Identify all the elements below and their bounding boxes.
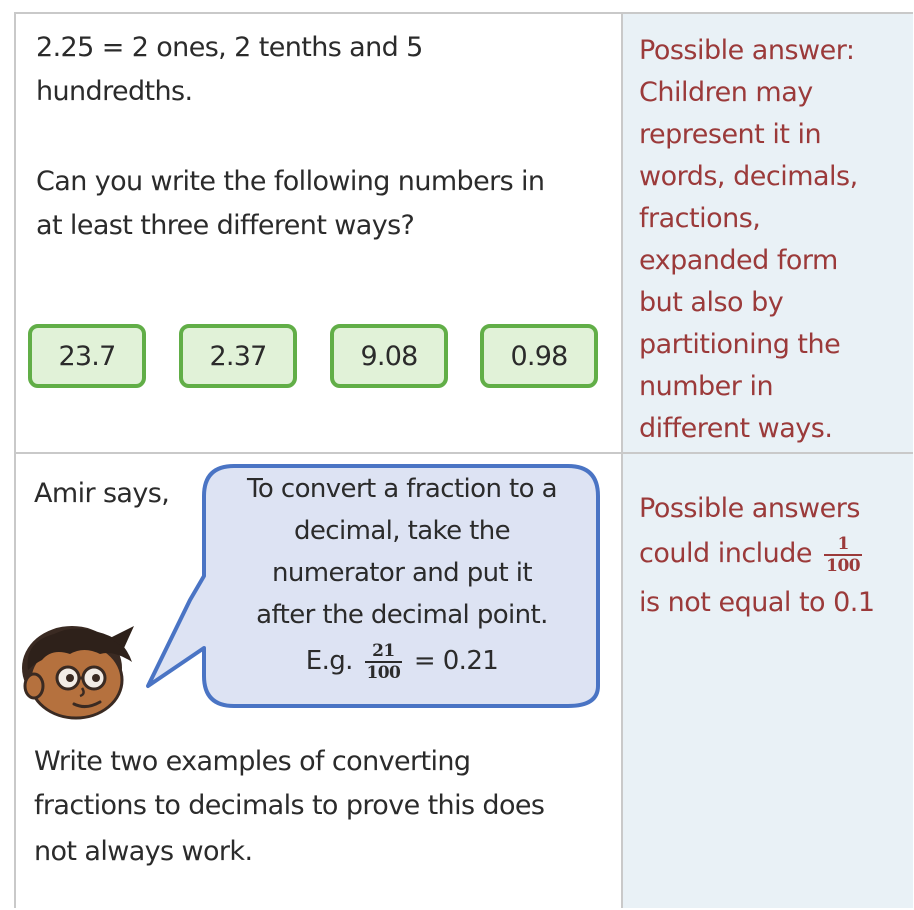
answer-line-7: but also by	[639, 287, 784, 318]
bubble-line-1: To convert a fraction to a	[247, 474, 557, 504]
example-suffix: = 0.21	[413, 646, 499, 676]
answer-line-2: Children may	[639, 77, 813, 108]
question-line-1: 2.25 = 2 ones, 2 tenths and 5	[36, 32, 423, 63]
answer-cell-2: Possible answers could include 1 100 is …	[621, 452, 913, 908]
answer2-line-2: could include 1 100	[639, 532, 866, 576]
answer-line-8: partitioning the	[639, 329, 841, 360]
number-box-1: 23.7	[28, 324, 146, 388]
speech-bubble-text: To convert a fraction to a decimal, take…	[206, 468, 598, 686]
number-box-3: 9.08	[330, 324, 448, 388]
bubble-line-3: numerator and put it	[272, 558, 533, 588]
amir-avatar-icon	[22, 626, 134, 720]
bubble-line-4: after the decimal point.	[256, 600, 548, 630]
answer-line-10: different ways.	[639, 413, 833, 444]
speech-bubble-shape	[146, 464, 600, 708]
fraction-numerator: 1	[837, 533, 849, 554]
example-prefix: E.g.	[305, 646, 354, 676]
number-box-4: 0.98	[480, 324, 598, 388]
answer-line-1: Possible answer:	[639, 35, 855, 66]
bubble-line-2: decimal, take the	[293, 516, 511, 546]
answer-cell-1: Possible answer: Children may represent …	[621, 14, 913, 452]
answer2-line-3: is not equal to 0.1	[639, 587, 875, 618]
answer2-line-2-text: could include	[639, 538, 813, 569]
number-box-2: 2.37	[179, 324, 297, 388]
answer-line-5: fractions,	[639, 203, 761, 234]
task-table: 2.25 = 2 ones, 2 tenths and 5 hundredths…	[14, 12, 913, 908]
question-line-4: at least three different ways?	[36, 210, 415, 241]
question-line-2: hundredths.	[36, 76, 193, 107]
fraction-21-over-100: 21 100	[364, 640, 403, 683]
task-line-1: Write two examples of converting	[34, 746, 471, 777]
task-line-3: not always work.	[34, 836, 253, 867]
example-denominator: 100	[364, 660, 403, 683]
answer-line-6: expanded form	[639, 245, 838, 276]
speaker-label: Amir says,	[34, 478, 170, 509]
question-cell-1: 2.25 = 2 ones, 2 tenths and 5 hundredths…	[16, 14, 621, 452]
speech-bubble: To convert a fraction to a decimal, take…	[128, 450, 608, 710]
answer-line-4: words, decimals,	[639, 161, 858, 192]
answer-line-9: number in	[639, 371, 774, 402]
example-numerator: 21	[372, 640, 395, 661]
answer2-line-1: Possible answers	[639, 493, 860, 524]
fraction-denominator: 100	[824, 553, 863, 576]
bubble-line-5: E.g. 21 100 = 0.21	[206, 636, 598, 686]
task-line-2: fractions to decimals to prove this does	[34, 790, 545, 821]
answer-line-3: represent it in	[639, 119, 822, 150]
fraction-one-hundredth: 1 100	[824, 533, 863, 576]
question-line-3: Can you write the following numbers in	[36, 166, 545, 197]
